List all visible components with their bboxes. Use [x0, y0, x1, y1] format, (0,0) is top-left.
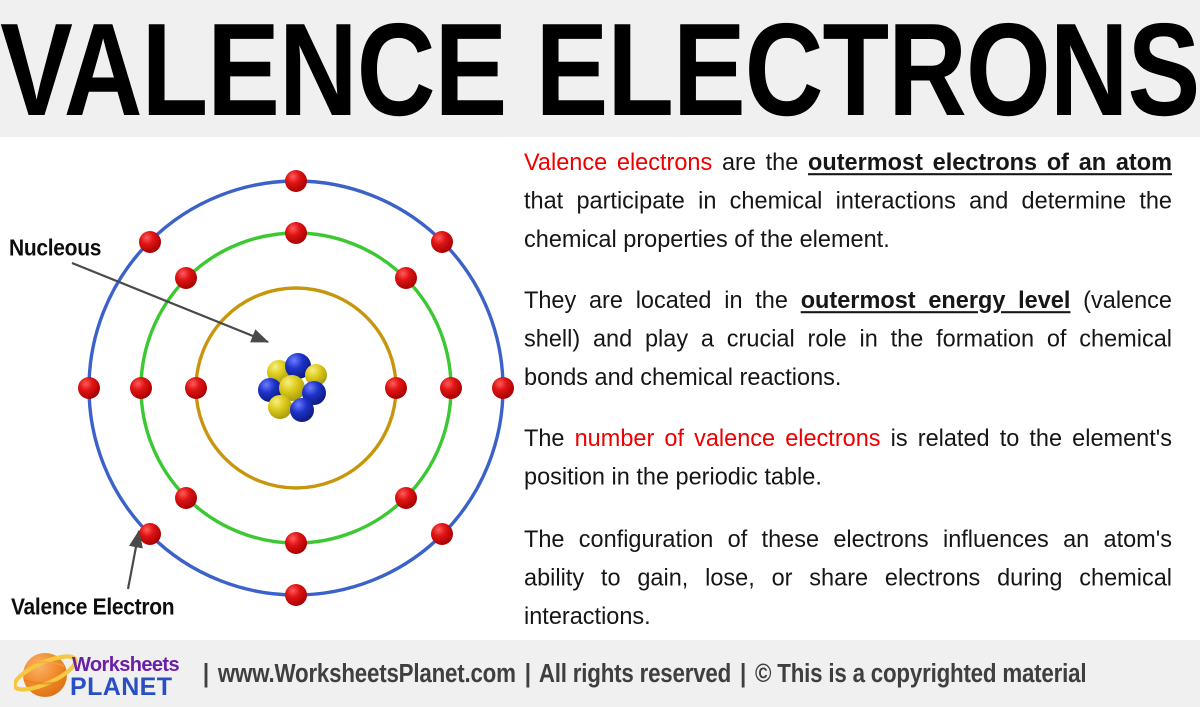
text-run: The — [524, 424, 575, 452]
footer-separator-2: | — [524, 658, 531, 688]
atom-diagram: Nucleous Valence Electron — [0, 137, 516, 640]
footer-credits: | www.WorksheetsPlanet.com | All rights … — [200, 658, 1087, 688]
electrons-middle-shell — [130, 222, 462, 554]
footer-url[interactable]: www.WorksheetsPlanet.com — [217, 658, 516, 688]
footer-separator-1: | — [202, 658, 209, 688]
logo-svg: Worksheets PLANET — [14, 652, 180, 701]
planet-icon — [14, 652, 78, 697]
text-run: is related to the element's position in … — [524, 424, 1173, 490]
electron — [130, 377, 152, 399]
nucleus-neutron — [285, 353, 311, 379]
paragraph-3: The number of valence electrons is relat… — [524, 419, 1172, 496]
electrons-outer-valence-shell — [78, 170, 514, 606]
electron — [492, 377, 514, 399]
logo-word-top: Worksheets — [72, 654, 179, 676]
text-run: (valence shell) and play a crucial role … — [524, 286, 1172, 391]
electrons-inner-shell — [185, 377, 407, 399]
footer-rights: All rights reserved — [538, 658, 732, 688]
electron — [431, 523, 453, 545]
text-run: Valence electrons — [524, 148, 713, 176]
paragraph-1: Valence electrons are the outermost elec… — [524, 143, 1172, 258]
electron — [285, 222, 307, 244]
logo-word-bottom: PLANET — [70, 673, 172, 701]
text-run: outermost energy level — [800, 286, 1071, 314]
atom-diagram-svg — [71, 170, 514, 606]
electron — [285, 532, 307, 554]
page-title: VALENCE ELECTRONS — [0, 0, 1200, 144]
electron — [78, 377, 100, 399]
paragraph-2: They are located in the outermost energy… — [524, 281, 1172, 396]
footer-separator-3: | — [740, 658, 747, 688]
text-run: The configuration of these electrons inf… — [524, 525, 1172, 630]
text-run: are the — [712, 148, 809, 176]
electron — [385, 377, 407, 399]
description-text-column: Valence electrons are the outermost elec… — [524, 143, 1172, 640]
electron — [185, 377, 207, 399]
electron-valence-highlight — [139, 523, 161, 545]
nucleus-proton — [268, 395, 292, 419]
nucleus-cluster — [258, 353, 327, 422]
electron — [175, 267, 197, 289]
text-run: outermost electrons of an atom — [808, 148, 1172, 176]
main-content: Nucleous Valence Electron Valence electr… — [0, 137, 1200, 640]
page-footer: Worksheets PLANET | www.WorksheetsPlanet… — [0, 640, 1200, 707]
worksheets-planet-logo[interactable]: Worksheets PLANET — [14, 647, 192, 701]
nucleus-label: Nucleous — [9, 235, 102, 262]
page-header: VALENCE ELECTRONS — [0, 0, 1200, 137]
valence-electron-label: Valence Electron — [11, 594, 175, 621]
electron — [175, 487, 197, 509]
text-run: number of valence electrons — [574, 424, 881, 452]
electron — [285, 584, 307, 606]
paragraph-4: The configuration of these electrons inf… — [524, 520, 1172, 635]
copyright-icon: © — [754, 658, 772, 688]
text-run: that participate in chemical interaction… — [524, 186, 1172, 253]
nucleus-proton — [305, 364, 327, 386]
valence-arrow — [126, 529, 143, 590]
nucleus-neutron — [290, 398, 314, 422]
footer-copyright: This is a copyrighted material — [777, 658, 1087, 688]
text-run: They are located in the — [524, 286, 801, 314]
electron — [395, 487, 417, 509]
electron — [139, 231, 161, 253]
nucleus-neutron — [302, 381, 326, 405]
nucleus-proton — [279, 375, 305, 401]
nucleus-arrow — [71, 261, 270, 344]
electron — [440, 377, 462, 399]
electron — [285, 170, 307, 192]
electron — [395, 267, 417, 289]
electron — [431, 231, 453, 253]
